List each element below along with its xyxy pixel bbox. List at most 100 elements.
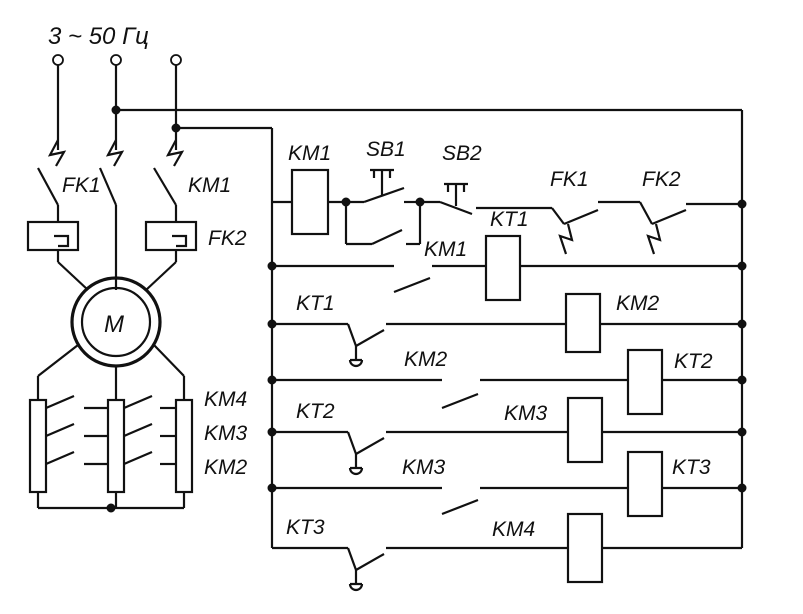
switch-l2-blade [98, 167, 118, 206]
thermal-relay-element-l1 [26, 220, 80, 252]
fk2-contact [639, 201, 653, 225]
km1-contact [393, 276, 431, 294]
km3-coil [566, 396, 604, 464]
km4-contact [45, 394, 75, 410]
junction [737, 261, 747, 271]
sb2-label: SB2 [442, 142, 482, 165]
switch-l1-blade [37, 167, 59, 206]
km1-coil [290, 168, 330, 236]
km4-coil [566, 512, 604, 584]
km3-contact [123, 422, 153, 438]
rung-3: KT1 KM2 [267, 292, 747, 368]
km2-coil-label: KM2 [616, 292, 660, 315]
starting-resistor-phase-3 [174, 398, 194, 494]
motor: M [70, 276, 162, 368]
sb1-label: SB1 [366, 138, 406, 161]
km3-contact [45, 422, 75, 438]
km4-contact [123, 394, 153, 410]
fuse-icon [47, 139, 67, 167]
km1-contact-label: KM1 [424, 238, 467, 261]
kt2-coil-label: KT2 [674, 350, 713, 373]
fk2-control-label: FK2 [642, 168, 681, 191]
rung-1: KM1 SB1 SB2 [272, 138, 747, 255]
fk1-contact [551, 207, 565, 225]
wire [145, 261, 177, 291]
kt3-left-label: KT3 [286, 516, 325, 539]
wire [37, 344, 79, 377]
fuse-symbols [47, 139, 185, 167]
km2-contact [123, 450, 153, 466]
junction [737, 199, 747, 209]
kt2-coil [626, 348, 664, 416]
fuse-icon [105, 139, 125, 167]
kt1-left-label: KT1 [296, 292, 335, 315]
wire [57, 261, 89, 291]
km1-coil-label: KM1 [288, 142, 331, 165]
junction [737, 427, 747, 437]
wire [153, 344, 185, 377]
fk1-power-label: FK1 [62, 174, 101, 197]
supply-label: 3 ~ 50 Гц [48, 23, 149, 50]
pushbutton-icon [370, 168, 394, 178]
timer-contact-icon [348, 570, 364, 592]
starting-resistor-phase-2 [106, 398, 126, 494]
km3-contact [441, 498, 479, 516]
switch-l3-blade [153, 167, 177, 206]
thermal-relay-hook [54, 234, 70, 248]
km2-resistor-label: KM2 [204, 456, 248, 479]
km3-contact-label: KM3 [402, 456, 446, 479]
rung-4: KM2 KT2 [267, 348, 747, 416]
kt3-coil [626, 450, 664, 518]
junction [737, 375, 747, 385]
sb2-contact [439, 200, 473, 216]
junction-l2 [111, 105, 121, 115]
km1-power-label: KM1 [188, 174, 231, 197]
km2-contact-label: KM2 [404, 348, 448, 371]
junction-l3 [171, 123, 181, 133]
rung-6: KM3 KT3 [267, 450, 747, 518]
km3-resistor-label: KM3 [204, 422, 248, 445]
junction [737, 319, 747, 329]
control-circuit: KM1 SB1 SB2 [267, 110, 747, 592]
km1-hold-contact [371, 229, 403, 245]
km3-coil-label: KM3 [504, 402, 548, 425]
resistor-shorting-contacts [45, 394, 176, 466]
junction [737, 483, 747, 493]
fk1-contact [563, 208, 599, 226]
motor-label: M [104, 311, 124, 338]
rung-2: KM1 [267, 234, 747, 302]
thermal-contact-icon [646, 223, 662, 255]
kt1-coil [484, 234, 522, 302]
power-circuit: 3 ~ 50 Гц FK1 KM1 FK [26, 23, 742, 513]
timer-contact-icon [348, 346, 364, 368]
pushbutton-icon [444, 182, 468, 192]
km2-contact [45, 450, 75, 466]
supply-terminal-l1 [52, 54, 64, 66]
motor-rotor-circle [80, 286, 152, 358]
kt3-coil-label: KT3 [672, 456, 711, 479]
supply-terminal-l2 [110, 54, 122, 66]
kt2-timed-contact [346, 431, 358, 455]
kt1-timed-contact [355, 329, 385, 347]
km4-resistor-label: KM4 [204, 388, 247, 411]
km4-coil-label: KM4 [492, 518, 535, 541]
rung-5: KT2 KM3 [267, 396, 747, 476]
fk2-contact [651, 208, 687, 226]
km2-contact [441, 392, 479, 410]
fuse-icon [165, 139, 185, 167]
thermal-relay-hook [172, 234, 188, 248]
sb1-contact [363, 186, 405, 204]
kt2-left-label: KT2 [296, 400, 335, 423]
kt3-timed-contact [346, 547, 358, 571]
kt2-timed-contact [355, 437, 385, 455]
kt1-top-label: KT1 [490, 208, 529, 231]
kt1-timed-contact [346, 323, 358, 347]
km2-coil [564, 292, 602, 354]
fk2-power-label: FK2 [208, 227, 247, 250]
thermal-contact-icon [558, 223, 574, 255]
star-point-junction [106, 503, 116, 513]
kt3-timed-contact [355, 553, 385, 571]
rung-7: KT3 KM4 [272, 512, 742, 592]
supply-terminal-l3 [170, 54, 182, 66]
fk1-control-label: FK1 [550, 168, 589, 191]
